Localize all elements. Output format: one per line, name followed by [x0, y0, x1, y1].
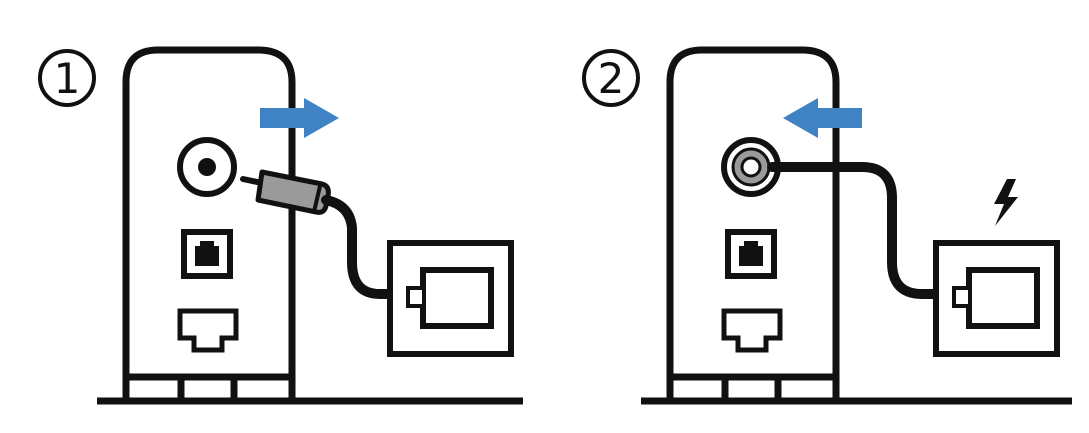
step-1-power-outlet	[387, 240, 514, 357]
step-2-ethernet-port	[721, 308, 783, 353]
step-1-number: 1	[54, 54, 81, 103]
step-1-arrow-right-icon	[260, 98, 339, 138]
step-1-panel: 1	[38, 46, 523, 405]
step-1-device	[122, 46, 296, 401]
step-2-phone-port	[725, 229, 777, 279]
step-2-badge: 2	[582, 49, 640, 107]
lightning-bolt-icon	[994, 179, 1018, 226]
step-1-power-cable	[321, 195, 409, 299]
step-2-power-jack-connected	[721, 137, 781, 197]
step-1-power-jack	[177, 137, 237, 197]
step-2-number: 2	[598, 54, 625, 103]
step-2-power-cable	[767, 162, 955, 299]
step-1-phone-port	[181, 229, 233, 279]
step-2-panel: 2	[582, 46, 1072, 405]
step-2-device	[666, 46, 840, 401]
step-2-arrow-left-icon	[783, 98, 862, 138]
step-1-ethernet-port	[177, 308, 239, 353]
step-2-power-outlet	[933, 240, 1060, 357]
step-1-badge: 1	[38, 49, 96, 107]
step-1-unplugged-connector	[240, 169, 331, 215]
